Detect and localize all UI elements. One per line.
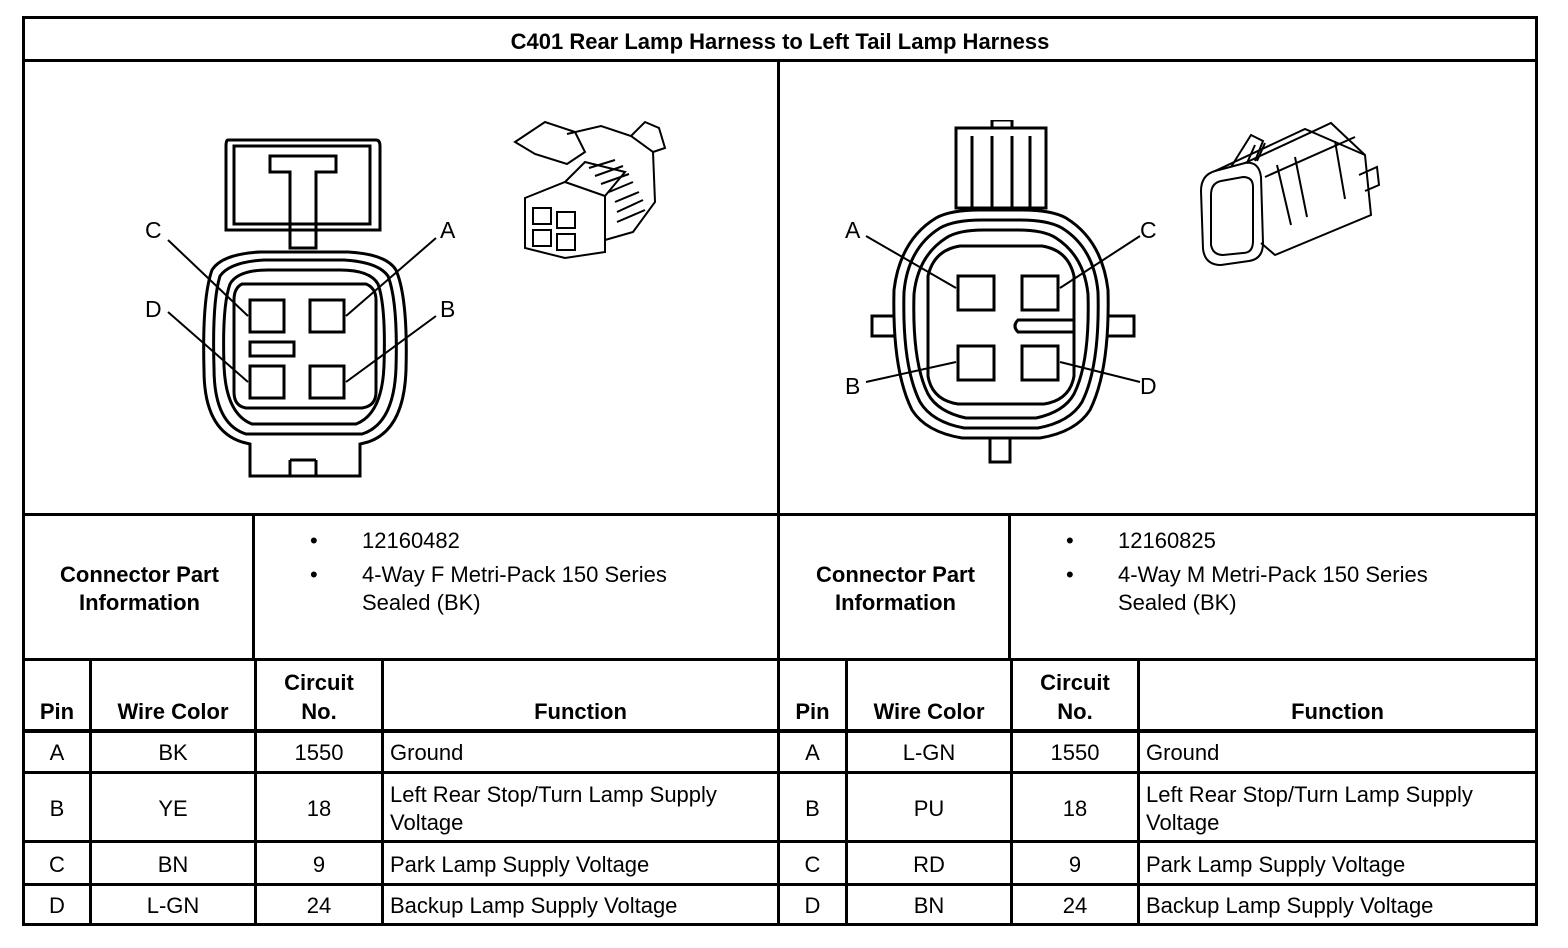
part-info-divider: [22, 658, 1538, 661]
header-function: Function: [1291, 699, 1384, 724]
header-pin: Pin: [795, 699, 830, 724]
part-info-label: Information: [79, 590, 200, 615]
part-info-label: Connector Part: [816, 562, 975, 587]
pin-label-c: C: [145, 217, 162, 243]
male-connector-face-diagram: [840, 120, 1170, 470]
cell-function: Park Lamp Supply Voltage: [1146, 852, 1406, 877]
cell-function: Park Lamp Supply Voltage: [390, 852, 650, 877]
col-divider: [381, 658, 384, 926]
pin-label-b: B: [845, 373, 861, 399]
col-divider: [254, 658, 257, 926]
bullet: •: [1066, 562, 1074, 587]
cell-function: Voltage: [1146, 810, 1220, 835]
header-circuit: No.: [301, 699, 337, 724]
right-part-info-divider: [1008, 513, 1011, 661]
cell-function: Ground: [1146, 740, 1220, 765]
cell-pin: A: [805, 740, 820, 765]
cell-function: Left Rear Stop/Turn Lamp Supply: [390, 782, 717, 807]
cell-wire-color: RD: [913, 852, 945, 877]
pin-label-d: D: [1140, 373, 1157, 399]
left-part-info-divider: [252, 513, 255, 661]
header-circuit: No.: [1057, 699, 1093, 724]
pin-label-b: B: [440, 296, 456, 322]
cell-circuit: 18: [1062, 796, 1088, 821]
cell-wire-color: BK: [158, 740, 188, 765]
page-title: C401 Rear Lamp Harness to Left Tail Lamp…: [510, 29, 1050, 54]
part-description: 4-Way F Metri-Pack 150 Series: [362, 562, 667, 587]
cell-pin: B: [805, 796, 820, 821]
cell-circuit: 9: [1068, 852, 1082, 877]
cell-wire-color: L-GN: [902, 740, 956, 765]
cell-circuit: 18: [306, 796, 332, 821]
center-divider: [777, 59, 780, 926]
part-info-label: Connector Part: [60, 562, 219, 587]
cell-wire-color: L-GN: [146, 893, 200, 918]
cell-wire-color: BN: [157, 852, 189, 877]
title-divider: [22, 59, 1538, 62]
table-header-divider: [22, 729, 1538, 733]
cell-pin: C: [804, 852, 821, 877]
col-divider: [89, 658, 92, 926]
connector-sheet: C401 Rear Lamp Harness to Left Tail Lamp…: [22, 16, 1538, 926]
cell-circuit: 24: [306, 893, 332, 918]
cell-wire-color: YE: [158, 796, 188, 821]
col-divider: [1137, 658, 1140, 926]
bullet: •: [1066, 528, 1074, 553]
cell-pin: D: [49, 893, 65, 918]
cell-pin: B: [49, 796, 65, 821]
pin-label-c: C: [1140, 217, 1157, 243]
col-divider: [845, 658, 848, 926]
row-divider: [22, 840, 1538, 843]
header-wire-color: Wire Color: [117, 699, 229, 724]
cell-function: Backup Lamp Supply Voltage: [1146, 893, 1434, 918]
diagram-divider: [22, 513, 1538, 516]
part-number: 12160482: [362, 528, 460, 553]
male-connector-isometric-icon: [1195, 115, 1385, 270]
part-number: 12160825: [1118, 528, 1216, 553]
pin-label-a: A: [440, 217, 456, 243]
cell-function: Ground: [390, 740, 464, 765]
cell-pin: C: [49, 852, 65, 877]
bullet: •: [310, 562, 318, 587]
cell-pin: D: [804, 893, 821, 918]
part-info-label: Information: [835, 590, 956, 615]
pin-label-a: A: [845, 217, 861, 243]
cell-function: Backup Lamp Supply Voltage: [390, 893, 678, 918]
female-connector-isometric-icon: [505, 112, 675, 262]
row-divider: [22, 771, 1538, 774]
cell-function: Voltage: [390, 810, 464, 835]
part-description: Sealed (BK): [1118, 590, 1237, 615]
cell-wire-color: BN: [913, 893, 945, 918]
cell-pin: A: [49, 740, 65, 765]
header-wire-color: Wire Color: [873, 699, 985, 724]
cell-circuit: 1550: [1050, 740, 1100, 765]
col-divider: [1010, 658, 1013, 926]
cell-wire-color: PU: [913, 796, 945, 821]
cell-circuit: 24: [1062, 893, 1088, 918]
row-divider: [22, 883, 1538, 886]
pin-label-d: D: [145, 296, 162, 322]
header-circuit: Circuit: [1040, 670, 1110, 695]
header-circuit: Circuit: [284, 670, 354, 695]
header-pin: Pin: [39, 699, 75, 724]
cell-circuit: 9: [312, 852, 326, 877]
cell-circuit: 1550: [294, 740, 344, 765]
part-description: 4-Way M Metri-Pack 150 Series: [1118, 562, 1428, 587]
female-connector-face-diagram: [130, 120, 450, 490]
header-function: Function: [534, 699, 627, 724]
cell-function: Left Rear Stop/Turn Lamp Supply: [1146, 782, 1473, 807]
bullet: •: [310, 528, 318, 553]
part-description: Sealed (BK): [362, 590, 481, 615]
